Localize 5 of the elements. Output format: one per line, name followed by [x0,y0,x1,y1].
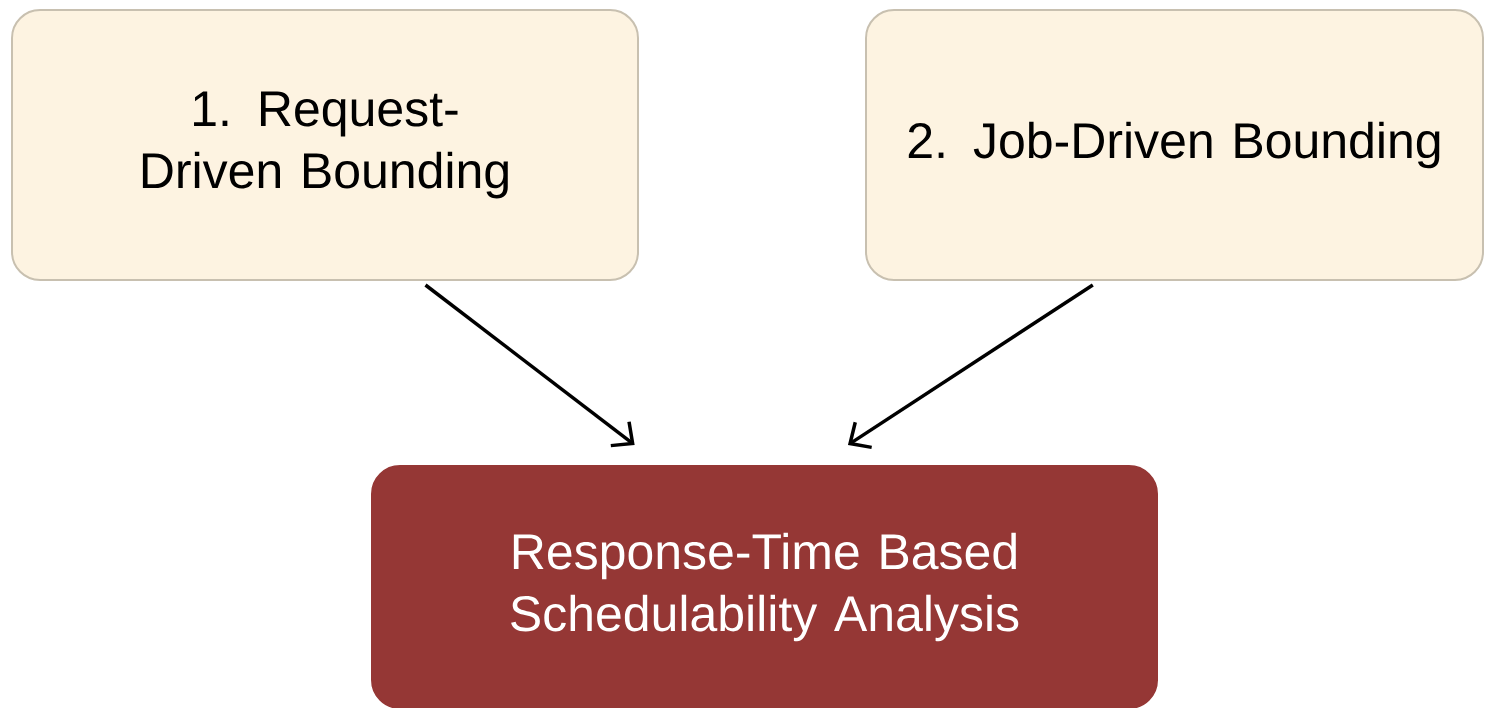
process-box: 2. Job-Driven Bounding [865,9,1484,281]
arrow [847,283,1094,450]
arrow [424,283,635,448]
result-box: Response-Time Based Schedulability Analysis [371,465,1158,708]
process-box: 1. Request-Driven Bounding [11,9,639,281]
